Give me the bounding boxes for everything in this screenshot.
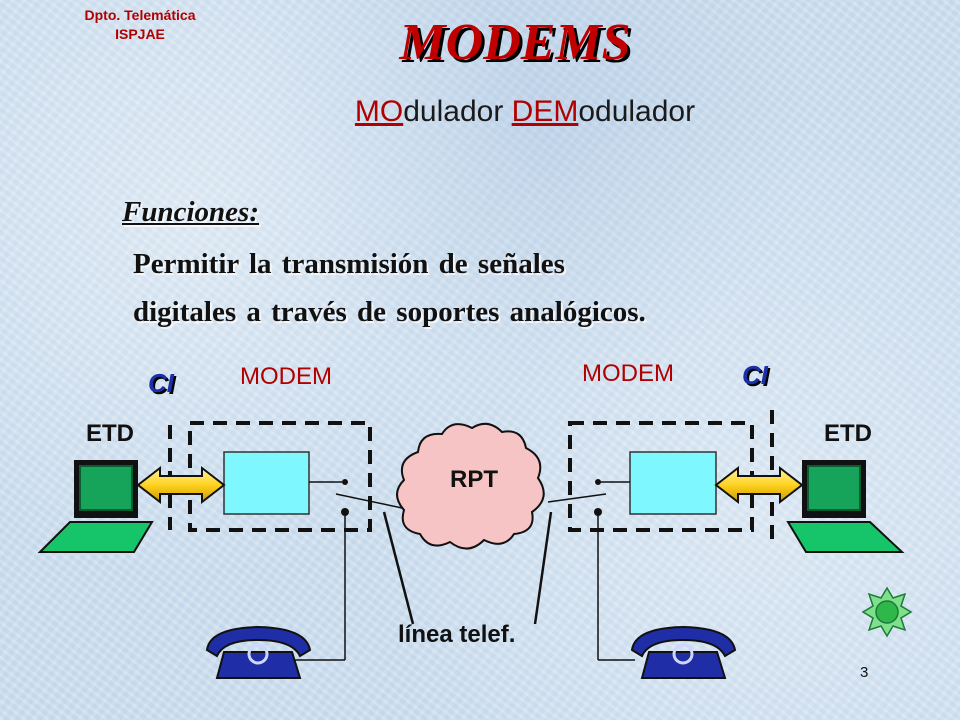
functions-line-1: Permitir la transmisión de señales [133,248,565,280]
ci-right-label: CI [742,360,768,390]
modem-left-box [188,421,372,532]
modem-left-unit [223,451,310,515]
functions-heading: Funciones: [122,196,259,228]
subtitle-dulador: dulador [403,95,512,128]
navigation-sun-icon[interactable] [861,586,913,638]
telephone-right-icon [630,625,737,679]
modem-right-label: MODEM [582,360,674,387]
functions-description: Permitir la transmisión de señales digit… [133,240,813,336]
arrow-right-icon [714,465,804,505]
modem-left-label: MODEM [240,363,332,390]
phone-line-left-pointer [382,511,415,625]
ci-left-label: CI [148,368,174,398]
etd-right-label: ETD [824,420,872,447]
page-number: 3 [860,664,869,681]
slide-subtitle: MOdulador DEModulador [300,92,750,132]
slide-title: MODEMS [399,14,631,71]
telephone-left-icon [205,625,312,679]
subtitle-mo: MO [354,95,404,128]
modem-right-unit [629,451,717,515]
department-name: Dpto. Telemática [84,7,196,23]
phone-line-right-pointer [533,511,553,625]
department-label: Dpto. Telemática ISPJAE [80,6,200,44]
phone-line-label: línea telef. [398,621,516,648]
subtitle-odulador: odulador [578,95,696,128]
institution-name: ISPJAE [115,26,165,42]
computer-left-icon [37,460,154,553]
computer-right-icon [786,460,905,553]
rpt-label: RPT [450,466,498,493]
subtitle-dem: DEM [511,95,579,128]
switch-right [547,479,635,661]
arrow-left-icon [136,465,226,505]
etd-left-label: ETD [86,420,134,447]
switch-left [290,479,403,661]
rpt-cloud [396,422,545,550]
functions-line-2: digitales a través de soportes analógico… [133,296,646,328]
